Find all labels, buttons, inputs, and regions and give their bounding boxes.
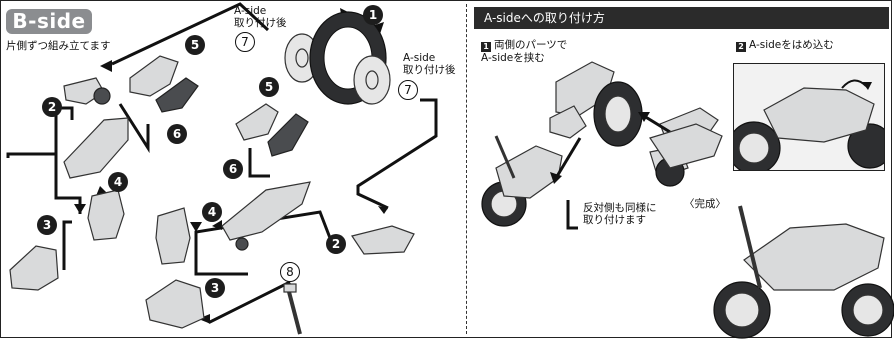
aside-attachment-diagram <box>481 61 894 339</box>
arrow-icon <box>100 60 112 72</box>
step-badge-3b: 3 <box>205 278 225 298</box>
step2-photo <box>733 63 885 171</box>
kickstand-icon <box>283 283 302 335</box>
part-icon <box>221 181 311 251</box>
motorcycle-icon <box>649 123 723 187</box>
complete-label: 〈完成〉 <box>684 198 726 210</box>
part-icon <box>155 207 191 265</box>
bside-subtitle: 片側ずつ組み立てます <box>6 40 111 52</box>
arrow-icon <box>190 222 202 232</box>
tire-icon <box>593 81 643 147</box>
step-badge-6b: 6 <box>223 159 243 179</box>
flow-line <box>111 2 270 66</box>
part-icon <box>9 245 59 291</box>
bside-assembly-diagram <box>6 2 438 335</box>
flow-line <box>643 114 671 134</box>
part-icon <box>145 279 205 329</box>
motorcycle-icon <box>713 205 894 339</box>
wheel-note-left: A-side 取り付け後 <box>234 5 287 29</box>
arrow-icon <box>74 204 86 214</box>
arrow-icon <box>378 206 388 214</box>
arrow-icon <box>638 112 650 122</box>
flow-line <box>248 148 270 178</box>
section-divider <box>466 4 467 334</box>
flow-line <box>62 220 72 270</box>
flow-line <box>118 103 150 154</box>
step1-text: 両側のパーツで A-sideを挟む <box>481 39 568 64</box>
part-icon <box>63 77 111 105</box>
aside-section-header: A-sideへの取り付け方 <box>474 7 889 29</box>
part-icon <box>63 117 129 179</box>
motorcycle-icon <box>734 79 884 170</box>
step-badge-3: 3 <box>37 215 57 235</box>
opposite-side-note: 反対側も同様に 取り付けます <box>583 202 657 226</box>
step-badge-8: 8 <box>280 262 300 282</box>
flow-line <box>554 137 582 179</box>
step-badge-5b: 5 <box>259 77 279 97</box>
wheel-icon <box>353 55 391 105</box>
step2-number-box: 2 <box>736 42 746 52</box>
part-icon <box>235 103 309 157</box>
part-icon <box>87 189 125 241</box>
wheel-note-right-num: 7 <box>398 80 418 100</box>
arrow-icon <box>200 314 210 324</box>
motorcycle-icon <box>481 135 563 227</box>
arrow-icon <box>212 220 222 230</box>
bside-title: B-side <box>6 9 92 34</box>
flow-line <box>566 200 578 230</box>
step2-text: A-sideをはめ込む <box>749 39 834 51</box>
step-badge-2b: 2 <box>326 234 346 254</box>
step-badge-4: 4 <box>108 172 128 192</box>
flow-line <box>6 106 74 158</box>
step-badge-6: 6 <box>167 124 187 144</box>
part-icon <box>129 55 199 113</box>
step-badge-5: 5 <box>185 35 205 55</box>
flow-line <box>356 98 438 210</box>
arrow-icon <box>550 172 562 184</box>
wheel-note-left-num: 7 <box>235 32 255 52</box>
step-badge-4b: 4 <box>202 202 222 222</box>
step1-number-box: 1 <box>481 42 491 52</box>
wheel-note-right: A-side 取り付け後 <box>403 52 456 76</box>
wheel-icon <box>284 33 320 83</box>
step-badge-1: 1 <box>363 5 383 25</box>
part-icon <box>351 225 415 255</box>
part-icon <box>549 61 615 139</box>
step-badge-2: 2 <box>42 97 62 117</box>
